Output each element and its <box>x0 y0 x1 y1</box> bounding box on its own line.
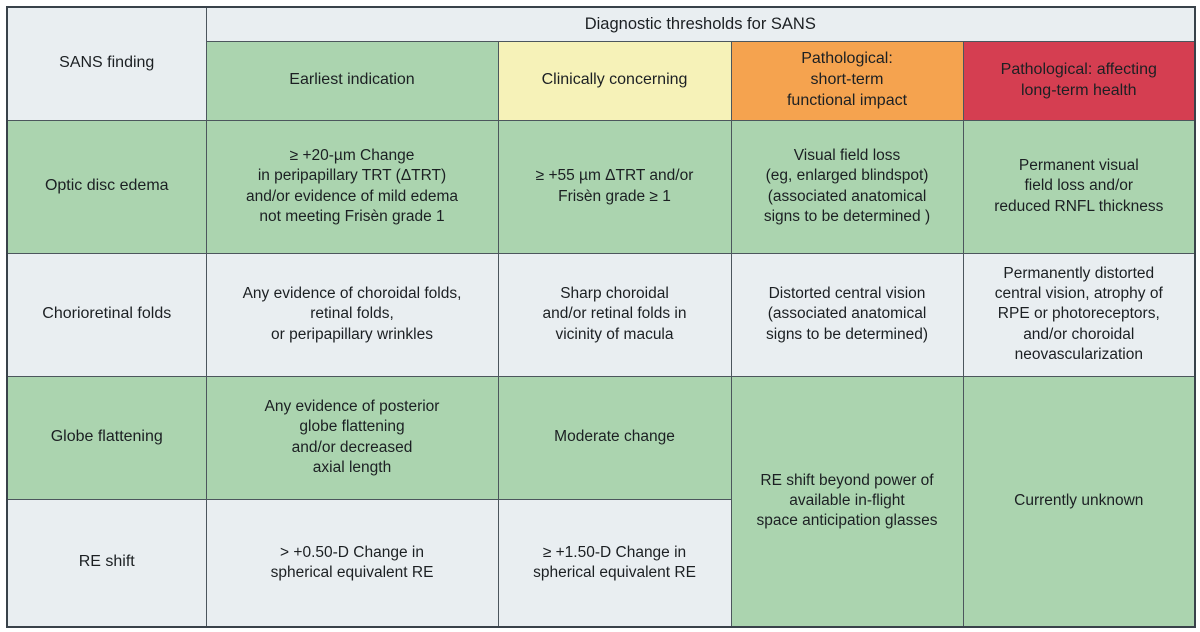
table-row-globe-flattening: Globe flattening Any evidence of posteri… <box>6 375 1196 628</box>
cell-optic-disc-edema-long-term: Permanent visual field loss and/or reduc… <box>962 119 1196 254</box>
group-header-diagnostic-thresholds: Diagnostic thresholds for SANS <box>205 6 1196 42</box>
finding-label-chorioretinal-folds: Chorioretinal folds <box>6 252 207 377</box>
sans-thresholds-table: SANS finding Diagnostic thresholds for S… <box>6 6 1197 628</box>
cell-optic-disc-edema-short-term: Visual field loss (eg, enlarged blindspo… <box>730 119 964 254</box>
table-row-chorioretinal-folds: Chorioretinal folds Any evidence of chor… <box>6 252 1196 377</box>
cell-re-shift-earliest: > +0.50-D Change in spherical equivalent… <box>205 498 499 628</box>
cell-optic-disc-edema-concerning: ≥ +55 µm ΔTRT and/or Frisèn grade ≥ 1 <box>497 119 732 254</box>
table-row-re-shift: RE shift > +0.50-D Change in spherical e… <box>6 498 1195 628</box>
table-row-optic-disc-edema: Optic disc edema ≥ +20-µm Change in peri… <box>6 119 1196 254</box>
column-header-row: Earliest indication Clinically concernin… <box>7 40 1196 121</box>
finding-label-re-shift: RE shift <box>6 498 207 628</box>
cell-chorioretinal-folds-short-term: Distorted central vision (associated ana… <box>730 252 964 377</box>
cell-re-shift-concerning: ≥ +1.50-D Change in spherical equivalent… <box>497 498 732 628</box>
cell-globe-re-shift-short-term: RE shift beyond power of available in-fl… <box>730 375 964 628</box>
cell-globe-re-shift-long-term: Currently unknown <box>962 375 1196 628</box>
cell-optic-disc-edema-earliest: ≥ +20-µm Change in peripapillary TRT (ΔT… <box>205 119 499 254</box>
cell-chorioretinal-folds-concerning: Sharp choroidal and/or retinal folds in … <box>497 252 732 377</box>
cell-globe-flattening-concerning: Moderate change <box>497 375 732 500</box>
cell-chorioretinal-folds-long-term: Permanently distorted central vision, at… <box>962 252 1196 377</box>
column-header-earliest-indication: Earliest indication <box>205 40 499 121</box>
cell-chorioretinal-folds-earliest: Any evidence of choroidal folds, retinal… <box>205 252 499 377</box>
finding-label-globe-flattening: Globe flattening <box>6 375 207 500</box>
finding-label-optic-disc-edema: Optic disc edema <box>6 119 207 254</box>
column-header-clinically-concerning: Clinically concerning <box>497 40 732 121</box>
cell-globe-flattening-earliest: Any evidence of posterior globe flatteni… <box>205 375 499 500</box>
column-header-pathological-short-term: Pathological: short-term functional impa… <box>730 40 964 121</box>
column-header-pathological-long-term: Pathological: affecting long-term health <box>962 40 1196 121</box>
group-header-row: SANS finding Diagnostic thresholds for S… <box>6 6 1196 121</box>
corner-header-sans-finding: SANS finding <box>6 6 207 121</box>
